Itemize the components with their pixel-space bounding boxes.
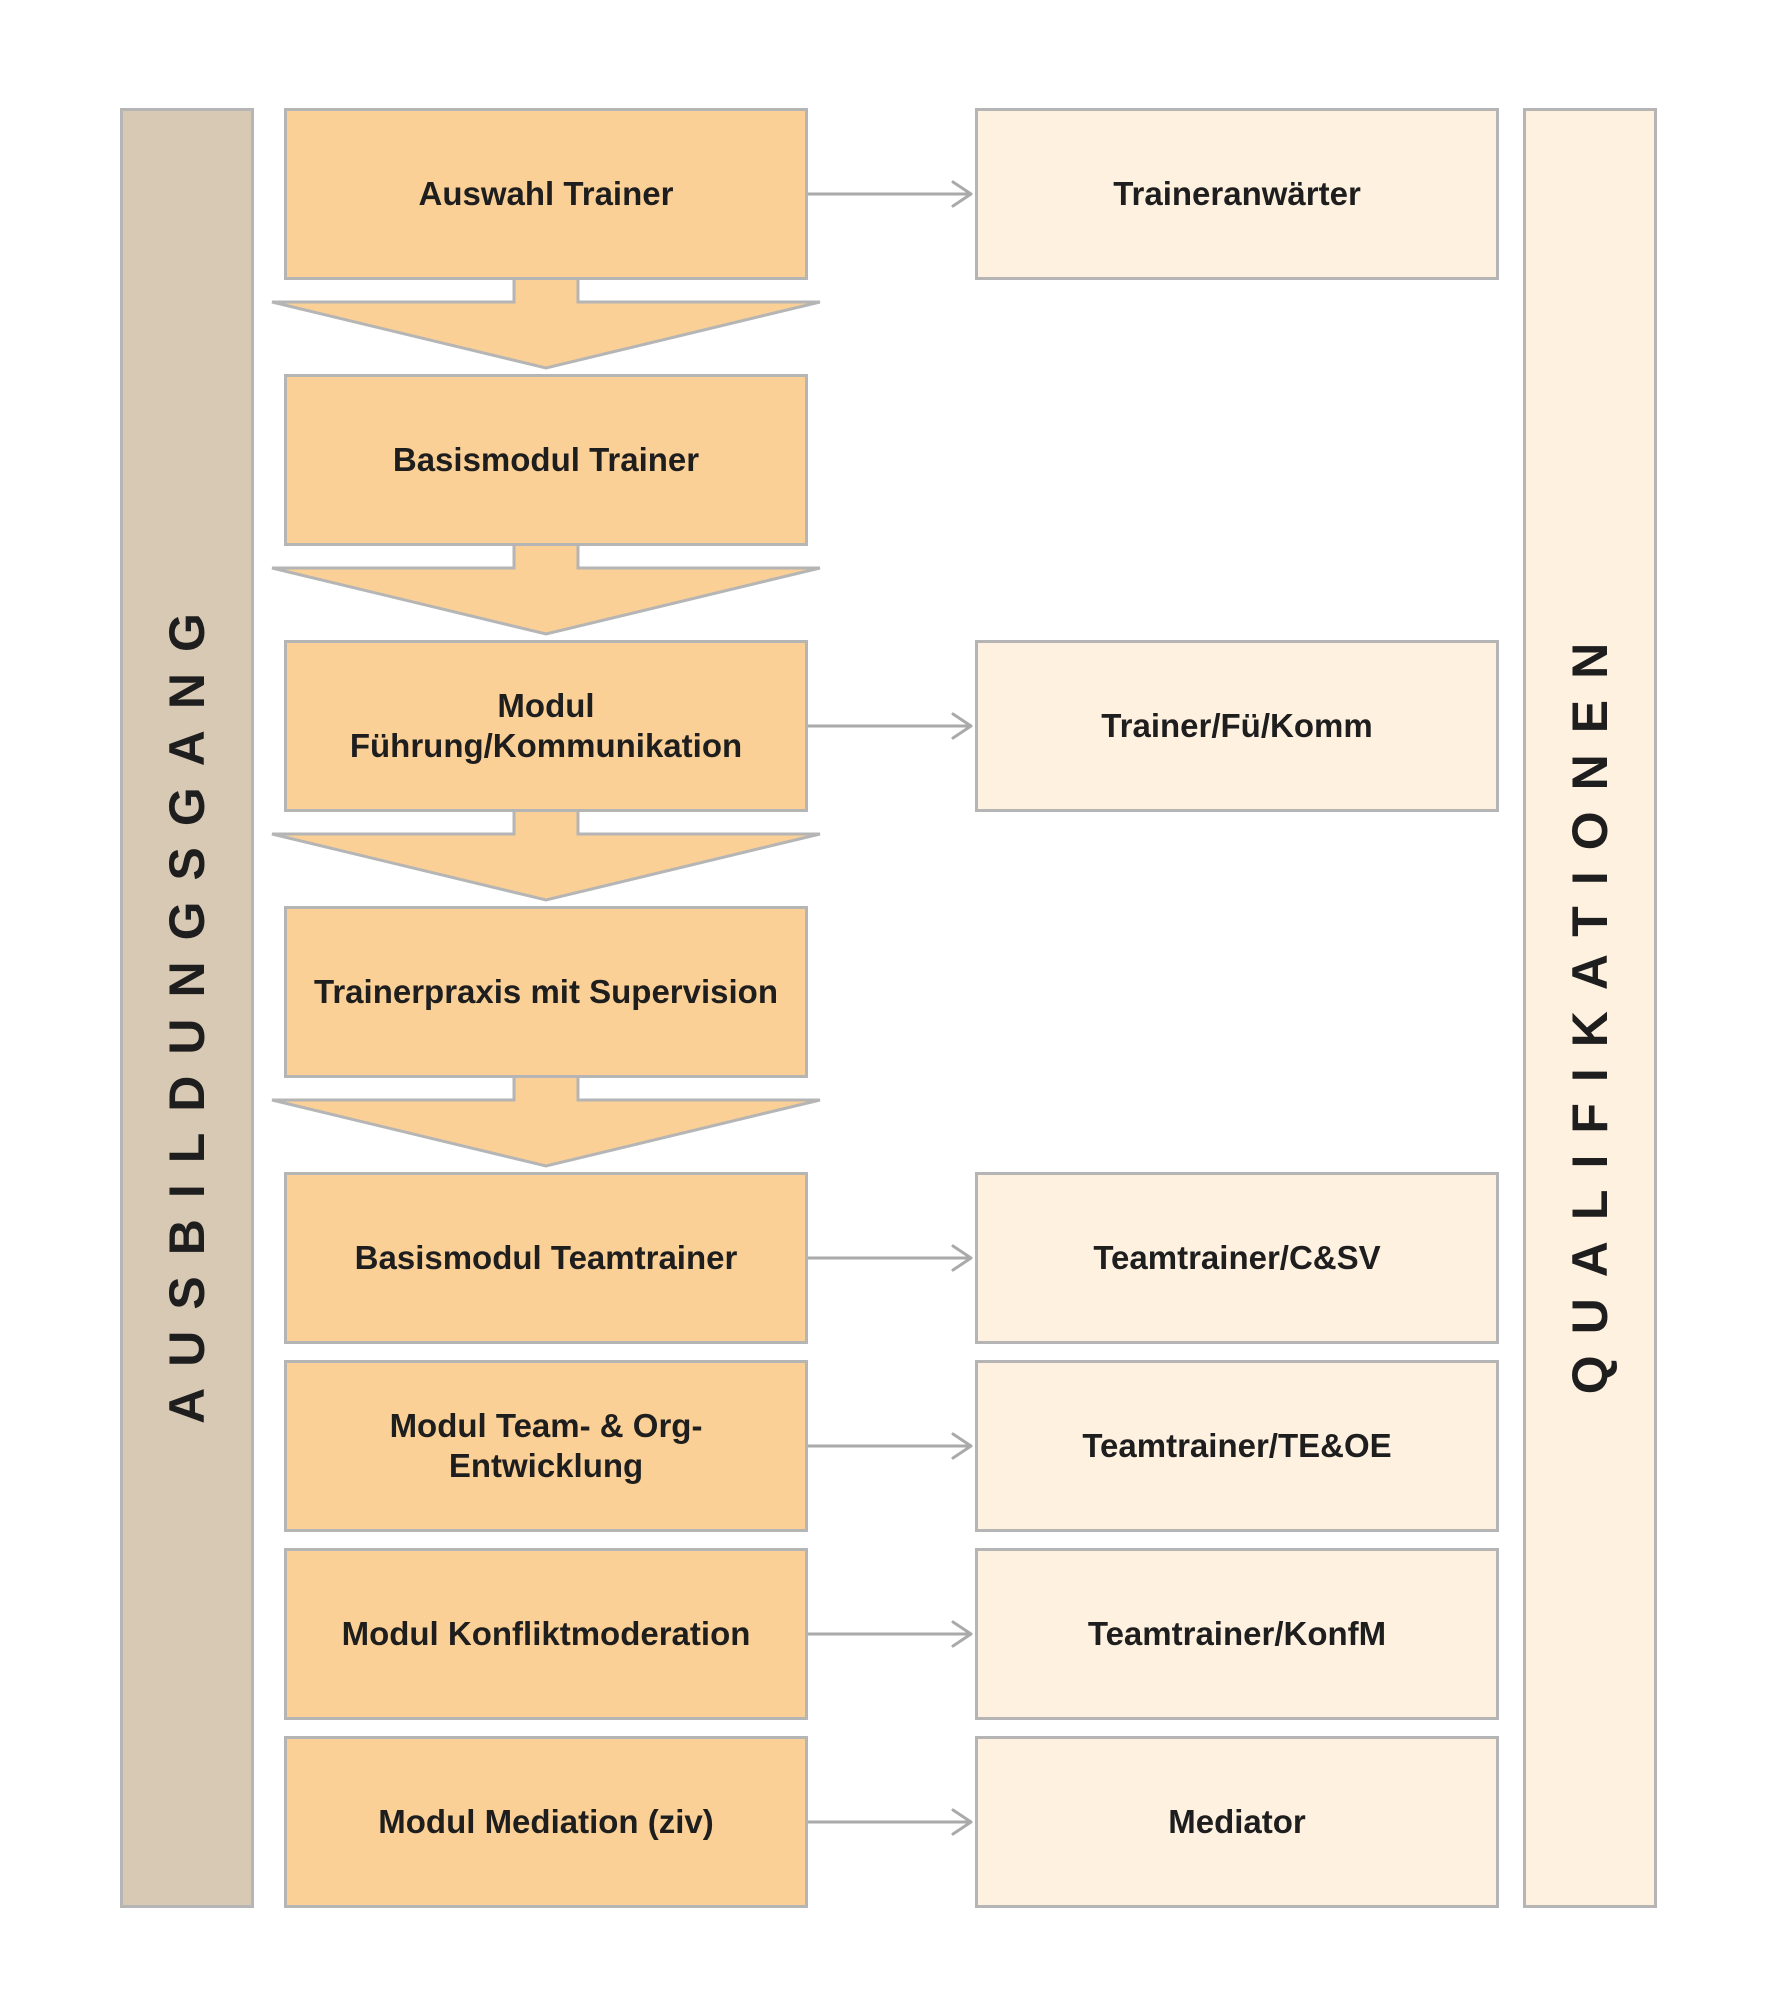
- module-label-line: Basismodul Teamtrainer: [354, 1239, 738, 1276]
- module-label: Auswahl Trainer: [419, 174, 674, 214]
- training-path-label: AUSBILDUNGSGANG: [159, 592, 215, 1424]
- module-label-line: Basismodul Trainer: [392, 441, 700, 478]
- qualification-box: Mediator: [975, 1736, 1499, 1908]
- connector-arrow-head: [951, 1432, 973, 1460]
- qualification-box: Teamtrainer/KonfM: [975, 1548, 1499, 1720]
- qualification-box: Trainer/Fü/Komm: [975, 640, 1499, 812]
- qualification-label: Traineranwärter: [1113, 175, 1361, 212]
- module-label: Basismodul Teamtrainer: [355, 1238, 738, 1278]
- connector-arrow-head: [951, 1620, 973, 1648]
- module-label-line: Trainerpraxis mit Supervision: [314, 973, 778, 1010]
- qualification-box: Teamtrainer/C&SV: [975, 1172, 1499, 1344]
- qualification-box: Teamtrainer/TE&OE: [975, 1360, 1499, 1532]
- qualification-label: Mediator: [1168, 1803, 1306, 1840]
- flow-arrow: [271, 1074, 821, 1168]
- qualification-label: Teamtrainer/KonfM: [1087, 1615, 1387, 1652]
- module-box: Trainerpraxis mit Supervision: [284, 906, 808, 1078]
- qualification-label: Teamtrainer/TE&OE: [1082, 1427, 1392, 1464]
- qualifications-label: QUALIFIKATIONEN: [1562, 621, 1618, 1395]
- module-box: Basismodul Trainer: [284, 374, 808, 546]
- connector-arrow-head: [951, 1808, 973, 1836]
- training-path-bar: AUSBILDUNGSGANG: [120, 108, 254, 1908]
- module-box: Modul Team- & Org-Entwicklung: [284, 1360, 808, 1532]
- module-label-line: Modul Mediation (ziv): [378, 1803, 714, 1840]
- qualifications-bar: QUALIFIKATIONEN: [1523, 108, 1657, 1908]
- qualification-box: Traineranwärter: [975, 108, 1499, 280]
- qualification-label: Teamtrainer/C&SV: [1093, 1239, 1381, 1276]
- module-box: Basismodul Teamtrainer: [284, 1172, 808, 1344]
- module-label: Modul Mediation (ziv): [378, 1802, 713, 1842]
- connector-arrow-head: [951, 1244, 973, 1272]
- module-label-line: Modul: [497, 687, 595, 724]
- module-label-line: Modul Team- & Org-: [389, 1407, 703, 1444]
- module-label-line: Auswahl Trainer: [418, 175, 674, 212]
- module-label-line: Führung/Kommunikation: [349, 727, 743, 764]
- module-box: Modul Konfliktmoderation: [284, 1548, 808, 1720]
- flow-arrow: [271, 542, 821, 636]
- module-label: Modul Konfliktmoderation: [342, 1614, 751, 1654]
- module-label-line: Entwicklung: [448, 1447, 644, 1484]
- module-label: Trainerpraxis mit Supervision: [314, 972, 778, 1012]
- connector-arrow-head: [951, 712, 973, 740]
- connector-arrow-head: [951, 180, 973, 208]
- module-label-line: Modul Konfliktmoderation: [341, 1615, 751, 1652]
- flow-arrow: [271, 276, 821, 370]
- module-box: Auswahl Trainer: [284, 108, 808, 280]
- flow-arrow: [271, 808, 821, 902]
- module-box: Modul Mediation (ziv): [284, 1736, 808, 1908]
- module-label: Basismodul Trainer: [393, 440, 699, 480]
- module-label: Modul Team- & Org-Entwicklung: [390, 1406, 703, 1486]
- qualification-label: Trainer/Fü/Komm: [1101, 707, 1373, 744]
